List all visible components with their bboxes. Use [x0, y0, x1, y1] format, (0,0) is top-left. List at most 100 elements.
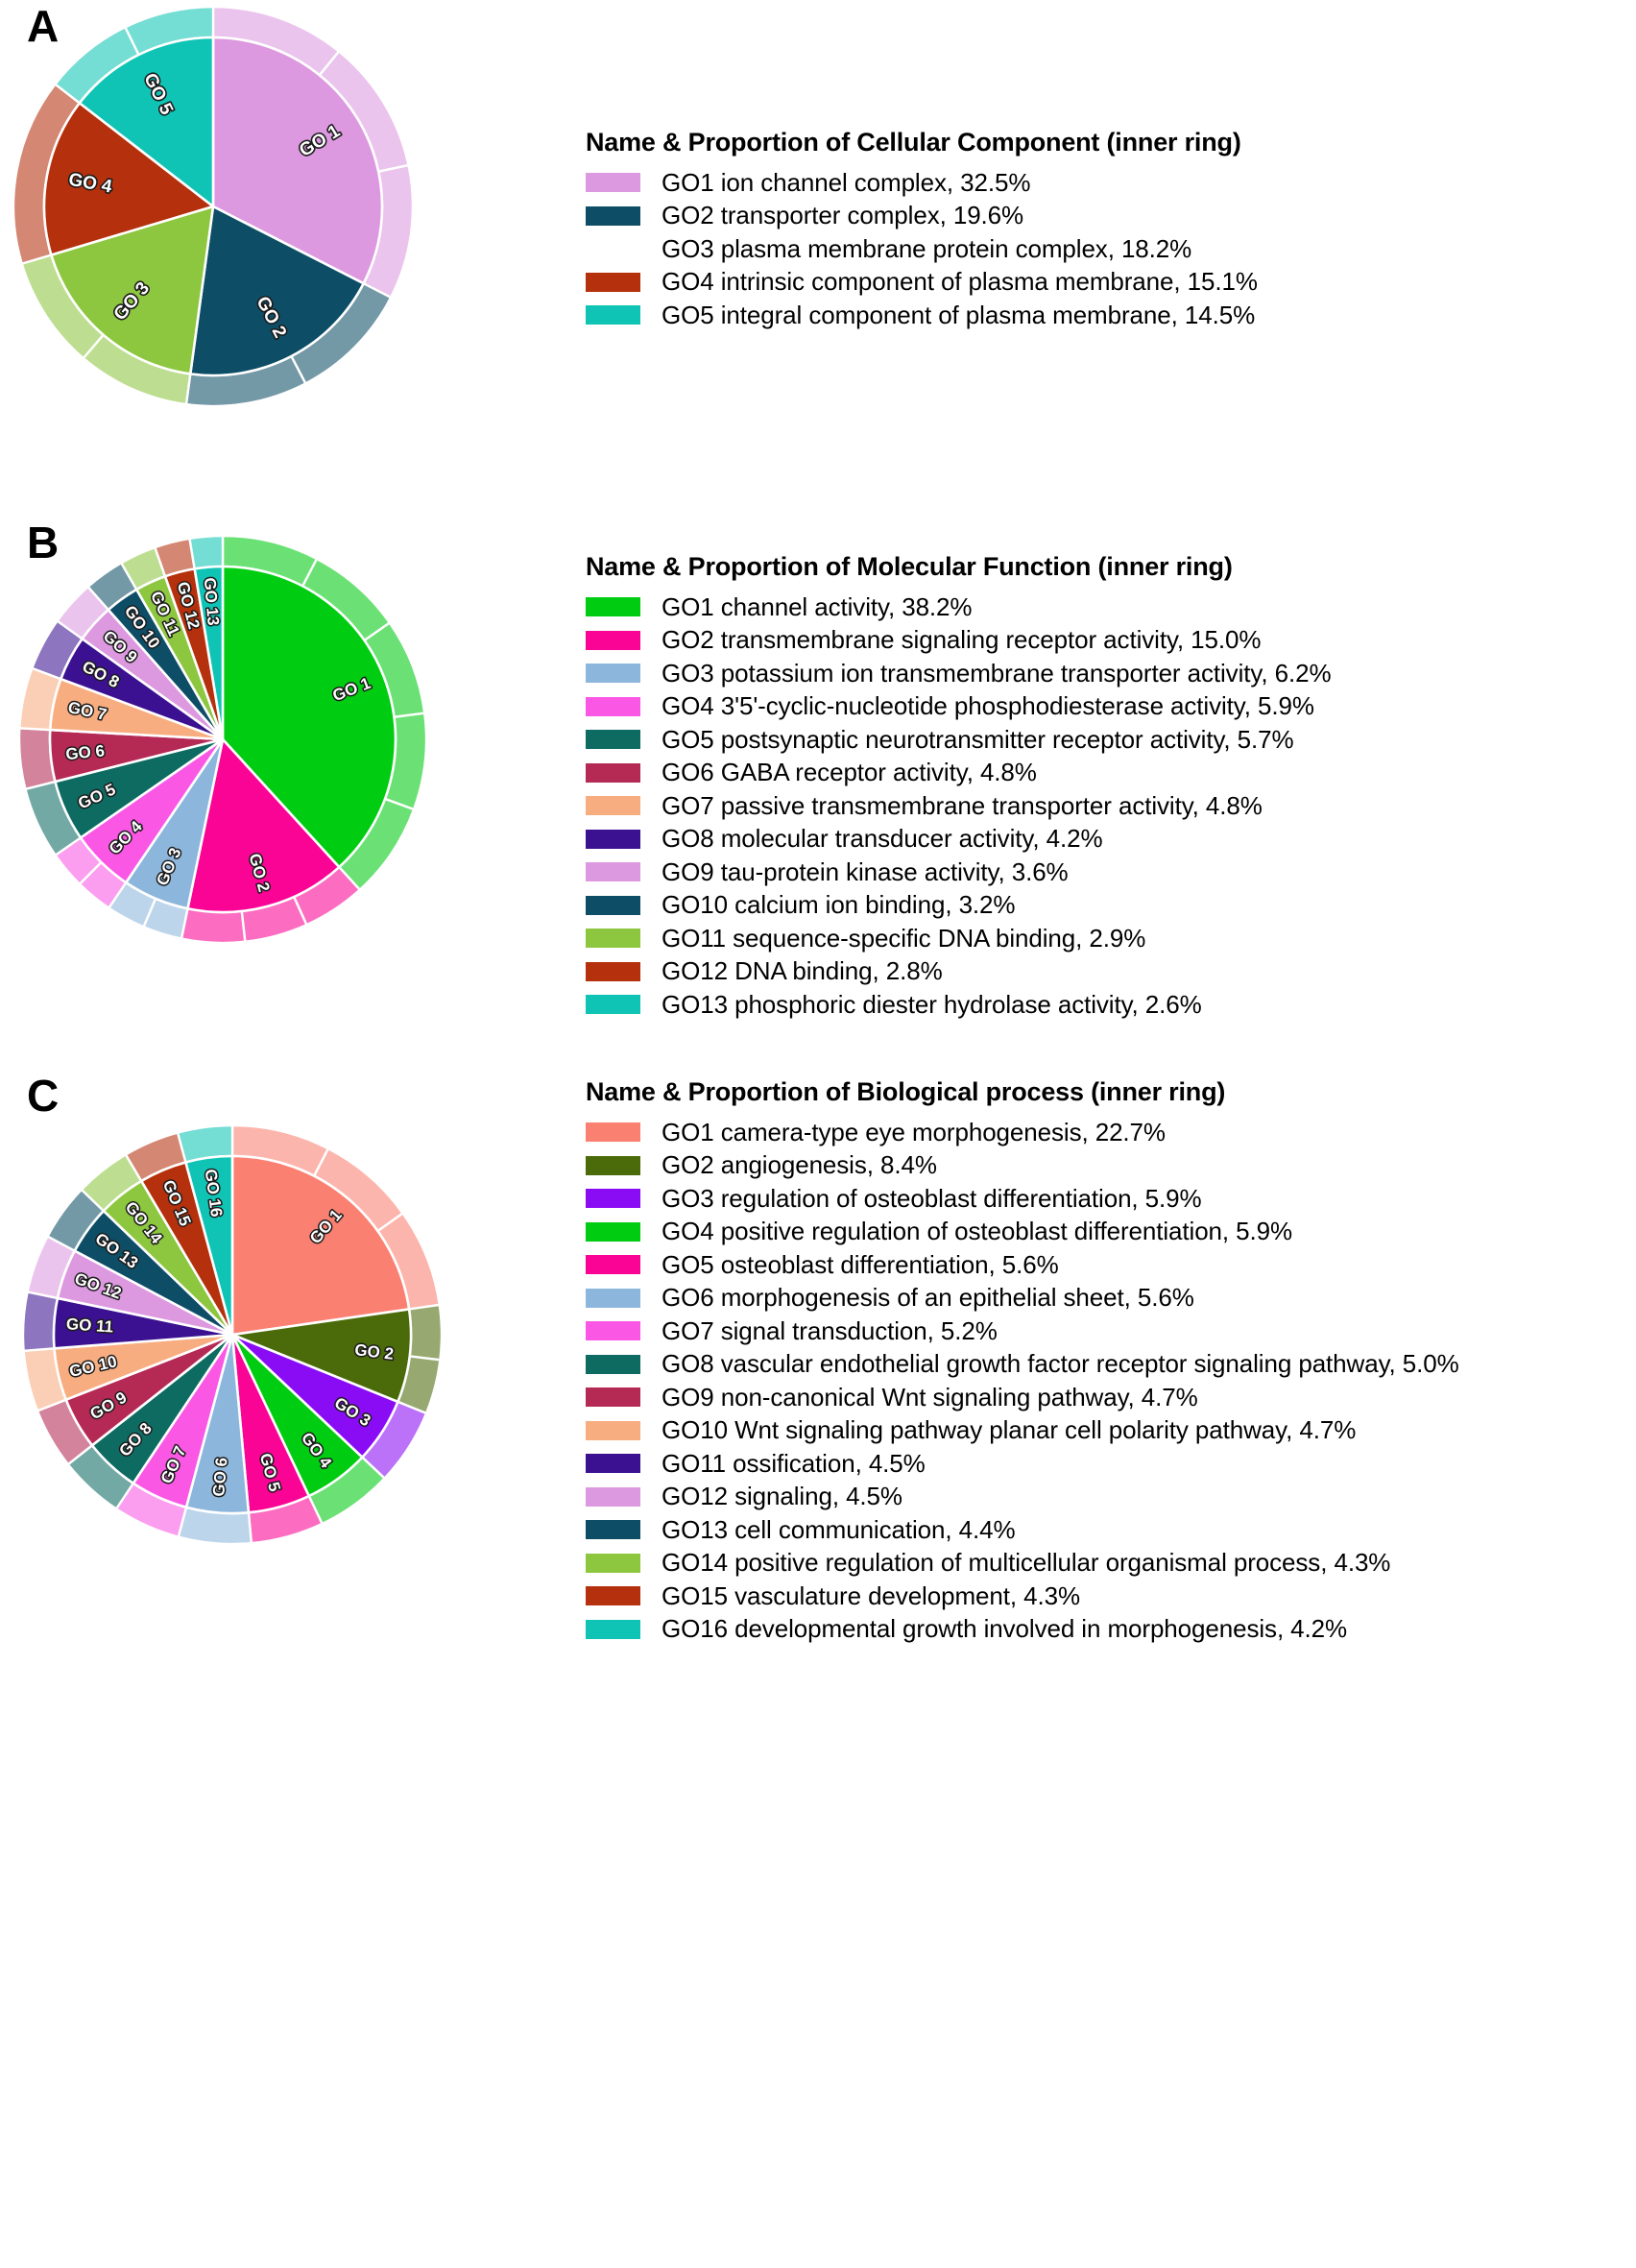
legend-color-swatch [586, 1520, 640, 1540]
legend-item[interactable]: GO11 sequence-specific DNA binding, 2.9% [586, 922, 1331, 955]
legend-item-label: GO2 transmembrane signaling receptor act… [662, 625, 1262, 655]
legend-item[interactable]: GO12 signaling, 4.5% [586, 1481, 1459, 1514]
legend-item-label: GO4 intrinsic component of plasma membra… [662, 267, 1258, 297]
legend-item[interactable]: GO3 plasma membrane protein complex, 18.… [586, 232, 1258, 266]
legend-item[interactable]: GO2 transmembrane signaling receptor act… [586, 624, 1331, 658]
legend-item-label: GO8 molecular transducer activity, 4.2% [662, 824, 1103, 854]
donut-inner-slice[interactable] [188, 205, 366, 377]
legend-item[interactable]: GO6 GABA receptor activity, 4.8% [586, 757, 1331, 790]
legend-item-label: GO5 integral component of plasma membran… [662, 300, 1256, 329]
legend-item[interactable]: GO10 Wnt signaling pathway planar cell p… [586, 1414, 1459, 1448]
legend-item[interactable]: GO8 vascular endothelial growth factor r… [586, 1348, 1459, 1382]
donut-chart-svg: GO 1GO 2GO 3GO 4GO 5GO 6GO 7GO 8GO 9GO 1… [17, 534, 428, 945]
legend-item[interactable]: GO16 developmental growth involved in mo… [586, 1613, 1459, 1647]
legend-color-swatch [586, 1387, 640, 1408]
legend-item[interactable]: GO14 positive regulation of multicellula… [586, 1547, 1459, 1580]
donut-inner-slice[interactable] [78, 36, 215, 209]
donut-inner-slice[interactable] [230, 1154, 411, 1337]
legend-item-label: GO12 signaling, 4.5% [662, 1482, 902, 1511]
legend-color-swatch [586, 1553, 640, 1573]
donut-inner-slice[interactable] [183, 1154, 234, 1336]
legend-item-label: GO12 DNA binding, 2.8% [662, 956, 943, 986]
legend-item-label: GO15 vasculature development, 4.3% [662, 1580, 1080, 1610]
legend-color-swatch [586, 1155, 640, 1175]
donut-inner-slice[interactable] [49, 205, 215, 375]
panel-a-legend-rows: GO1 ion channel complex, 32.5% GO2 transp… [586, 166, 1258, 332]
legend-item[interactable]: GO7 signal transduction, 5.2% [586, 1315, 1459, 1348]
legend-item[interactable]: GO11 ossification, 4.5% [586, 1447, 1459, 1481]
legend-item-label: GO6 GABA receptor activity, 4.8% [662, 758, 1037, 787]
legend-item[interactable]: GO9 non-canonical Wnt signaling pathway,… [586, 1381, 1459, 1414]
donut-outer-segment[interactable] [188, 534, 225, 570]
legend-color-swatch [586, 239, 640, 258]
legend-item[interactable]: GO10 calcium ion binding, 3.2% [586, 889, 1331, 923]
legend-item[interactable]: GO4 positive regulation of osteoblast di… [586, 1216, 1459, 1249]
legend-color-swatch [586, 1321, 640, 1341]
legend-color-swatch [586, 1354, 640, 1374]
legend-item-label: GO3 potassium ion transmembrane transpor… [662, 658, 1332, 688]
panel-c-legend-rows: GO1 camera-type eye morphogenesis, 22.7%… [586, 1116, 1459, 1646]
legend-color-swatch [586, 1586, 640, 1606]
legend-item[interactable]: GO15 vasculature development, 4.3% [586, 1580, 1459, 1613]
slice-label: GO 6 [65, 741, 106, 763]
legend-item[interactable]: GO1 ion channel complex, 32.5% [586, 166, 1258, 200]
legend-item[interactable]: GO3 regulation of osteoblast differentia… [586, 1182, 1459, 1216]
legend-color-swatch [586, 762, 640, 783]
legend-item-label: GO10 Wnt signaling pathway planar cell p… [662, 1415, 1357, 1445]
legend-item[interactable]: GO7 passive transmembrane transporter ac… [586, 789, 1331, 823]
legend-color-swatch [586, 1255, 640, 1275]
legend-item[interactable]: GO13 phosphoric diester hydrolase activi… [586, 988, 1331, 1022]
legend-item-label: GO13 cell communication, 4.4% [662, 1514, 1016, 1544]
legend-item[interactable]: GO1 channel activity, 38.2% [586, 591, 1331, 624]
legend-color-swatch [586, 895, 640, 915]
legend-item[interactable]: GO6 morphogenesis of an epithelial sheet… [586, 1282, 1459, 1315]
legend-item[interactable]: GO5 postsynaptic neurotransmitter recept… [586, 723, 1331, 757]
legend-item-label: GO6 morphogenesis of an epithelial sheet… [662, 1283, 1194, 1313]
legend-color-swatch [586, 1189, 640, 1209]
slice-label: GO 13 [201, 577, 223, 626]
panel-a-letter: A [27, 1, 60, 51]
legend-color-swatch [586, 1619, 640, 1639]
donut-inner-slice[interactable] [228, 1308, 413, 1404]
legend-item[interactable]: GO5 integral component of plasma membran… [586, 299, 1258, 332]
legend-item-label: GO2 angiogenesis, 8.4% [662, 1150, 937, 1180]
donut-inner-slice[interactable] [211, 36, 384, 285]
legend-item-label: GO1 ion channel complex, 32.5% [662, 167, 1031, 197]
legend-item[interactable]: GO1 camera-type eye morphogenesis, 22.7% [586, 1116, 1459, 1149]
legend-color-swatch [586, 1454, 640, 1474]
donut-inner-slice[interactable] [185, 736, 342, 914]
legend-item[interactable]: GO4 3'5'-cyclic-nucleotide phosphodieste… [586, 690, 1331, 724]
legend-item[interactable]: GO2 angiogenesis, 8.4% [586, 1149, 1459, 1183]
donut-inner-slice[interactable] [221, 565, 397, 869]
donut-outer-segment[interactable] [21, 1290, 60, 1353]
legend-item[interactable]: GO13 cell communication, 4.4% [586, 1513, 1459, 1547]
donut-chart-svg: GO 1GO 2GO 3GO 4GO 5GO 6GO 7GO 8GO 9GO 1… [21, 1123, 444, 1546]
legend-color-swatch [586, 1288, 640, 1308]
legend-item[interactable]: GO9 tau-protein kinase activity, 3.6% [586, 856, 1331, 889]
legend-color-swatch [586, 696, 640, 716]
donut-outer-segment[interactable] [180, 906, 247, 945]
legend-color-swatch [586, 862, 640, 882]
legend-color-swatch [586, 272, 640, 292]
donut-inner-slice[interactable] [193, 565, 225, 740]
legend-item[interactable]: GO5 osteoblast differentiation, 5.6% [586, 1248, 1459, 1282]
legend-item-label: GO1 channel activity, 38.2% [662, 591, 973, 621]
panel-b-legend-rows: GO1 channel activity, 38.2% GO2 transmemb… [586, 591, 1332, 1022]
legend-item[interactable]: GO3 potassium ion transmembrane transpor… [586, 657, 1332, 690]
legend-item-label: GO2 transporter complex, 19.6% [662, 201, 1024, 230]
panel-b-legend: Name & Proportion of Molecular Function … [586, 552, 1332, 1022]
legend-item[interactable]: GO8 molecular transducer activity, 4.2% [586, 823, 1331, 857]
legend-item-label: GO14 positive regulation of multicellula… [662, 1548, 1391, 1578]
legend-item[interactable]: GO12 DNA binding, 2.8% [586, 955, 1331, 989]
panel-b-letter: B [27, 518, 60, 567]
legend-item[interactable]: GO2 transporter complex, 19.6% [586, 200, 1258, 233]
legend-color-swatch [586, 1486, 640, 1507]
legend-item-label: GO11 ossification, 4.5% [662, 1448, 926, 1478]
donut-outer-segment[interactable] [407, 1303, 444, 1362]
donut-inner-slice[interactable] [42, 101, 216, 257]
legend-item[interactable]: GO4 intrinsic component of plasma membra… [586, 266, 1258, 300]
